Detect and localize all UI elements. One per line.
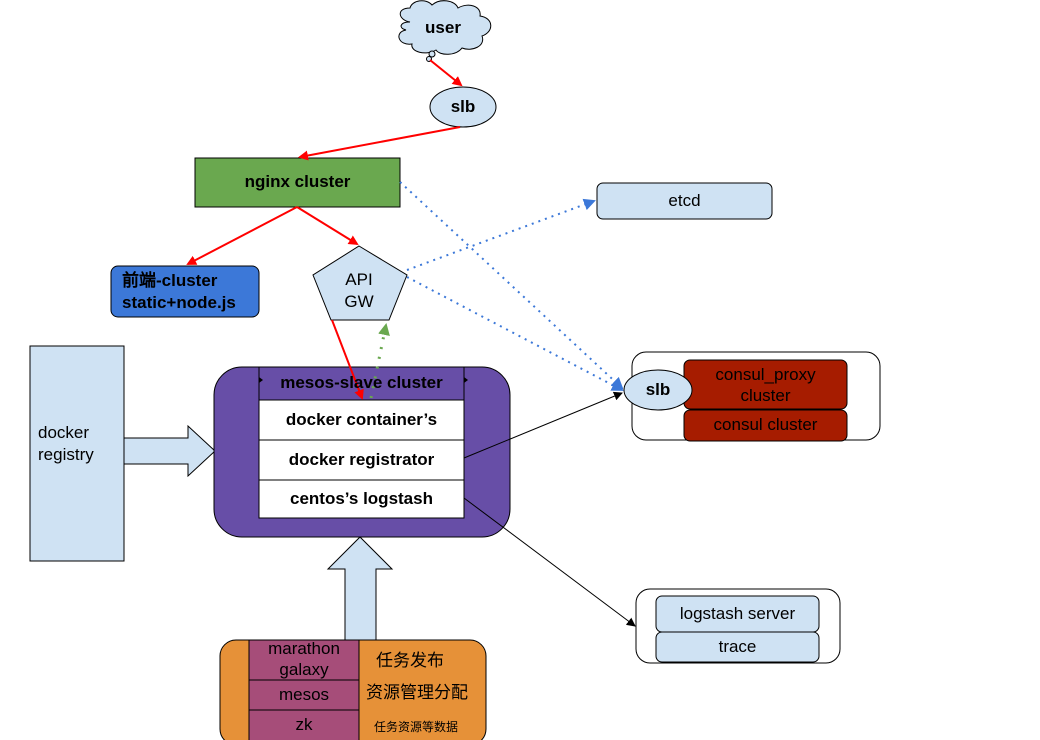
slb-top-ellipse[interactable]	[429, 86, 497, 128]
user-to-slb-edge	[429, 59, 463, 87]
marathon-label-line1: marathon	[268, 639, 340, 659]
mesos-slave-title: mesos-slave cluster	[280, 373, 443, 393]
zk-label: zk	[295, 714, 313, 734]
consul-proxy-label-line2: cluster	[740, 385, 791, 405]
nginx-cluster-box[interactable]	[194, 157, 401, 208]
mesos-row-label: centos’s logstash	[290, 488, 433, 508]
mesos-master-box[interactable]	[248, 679, 360, 711]
registry-to-mesos-arrow	[123, 424, 216, 478]
user-cloud[interactable]	[398, 0, 492, 62]
frontend-label-line2: static+node.js	[122, 292, 236, 312]
consul-proxy-label-line1: consul_proxy	[715, 364, 816, 384]
api-gw-label-line2: GW	[344, 291, 374, 311]
consul-cluster-label: consul cluster	[713, 415, 818, 435]
docker-registry-label-line2: registry	[38, 444, 94, 464]
mesos-row-label: docker registrator	[288, 449, 435, 469]
logstash-to-server-edge	[463, 497, 636, 627]
consul-slb-label: slb	[645, 379, 671, 399]
consul-cluster-box[interactable]	[683, 409, 848, 442]
marathon-label-line2: galaxy	[279, 660, 329, 680]
consul-slb-ellipse[interactable]	[623, 369, 693, 411]
master-to-mesos-arrow	[326, 536, 394, 641]
mesos-row-label: docker container’s	[285, 409, 438, 429]
frontend-cluster-box[interactable]	[110, 265, 260, 318]
master-desc-line1: 任务发布	[376, 650, 444, 670]
nginx-to-consul-slb-edge	[399, 181, 624, 390]
etcd-box[interactable]	[596, 182, 773, 220]
logstash-server-label: logstash server	[679, 603, 796, 623]
slb-to-nginx-edge	[298, 126, 461, 161]
docker-registry-box[interactable]	[29, 345, 125, 562]
master-desc-line2: 资源管理分配	[366, 682, 468, 702]
slb-top-label: slb	[450, 96, 476, 116]
trace-box[interactable]	[655, 631, 820, 663]
nginx-to-apigw-edge	[296, 206, 359, 246]
api-gw-label-line1: API	[345, 269, 373, 289]
nginx-to-frontend-edge	[186, 206, 298, 265]
docker-registry-label-line1: docker	[38, 422, 90, 442]
api-gateway-pentagon[interactable]	[312, 245, 408, 321]
zk-box[interactable]	[248, 709, 360, 740]
nginx-cluster-label: nginx cluster	[244, 172, 351, 192]
registrator-to-consul-edge	[463, 391, 623, 459]
mesos-row-box-2[interactable]	[258, 479, 465, 519]
user-label: user	[425, 17, 461, 37]
mesos-row-box-0[interactable]	[258, 399, 465, 441]
trace-label: trace	[718, 636, 757, 656]
mesos-master-label: mesos	[278, 684, 330, 704]
apigw-to-mesos-edge	[331, 319, 364, 400]
frontend-label-line1: 前端-cluster	[122, 270, 218, 290]
etcd-label: etcd	[668, 190, 701, 210]
master-desc-line3: 任务资源等数据	[374, 720, 459, 735]
apigw-to-etcd-edge	[406, 198, 596, 271]
